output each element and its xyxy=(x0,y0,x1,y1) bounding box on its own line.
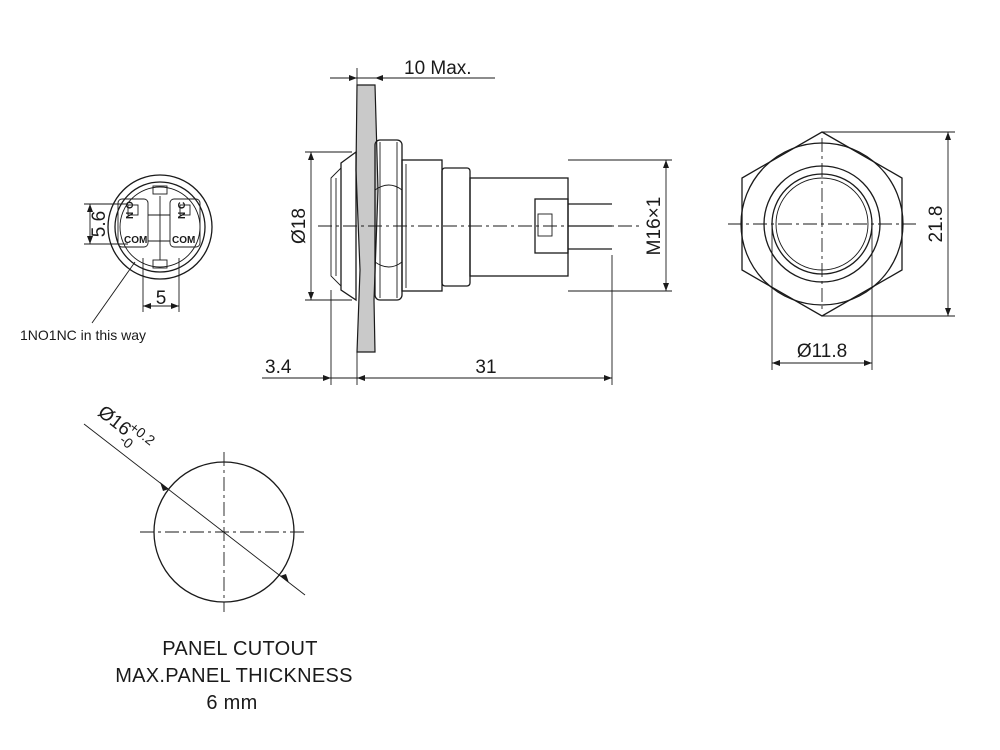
flange-thickness-label: 3.4 xyxy=(265,357,292,378)
hex-height-label: 21.8 xyxy=(926,206,947,243)
cutout-title: PANEL CUTOUT xyxy=(162,638,317,660)
lens-diameter-label: Ø11.8 xyxy=(797,341,847,362)
body-diameter-label: Ø18 xyxy=(289,208,310,244)
side-view: 10 Max. Ø18 M16×1 3.4 31 xyxy=(262,58,672,385)
panel-cutout-view: Ø16 +0.2 -0 PANEL CUTOUT MAX.PANEL THICK… xyxy=(83,402,353,714)
pin-no-label: N O xyxy=(125,201,136,219)
panel-max-label: 10 Max. xyxy=(404,58,472,79)
pin-nc-label: N C xyxy=(177,202,188,219)
pin-pitch-vertical-label: 5.6 xyxy=(89,211,110,237)
rear-view: N O N C COM COM 5.6 5 1NO1NC in this way xyxy=(20,174,213,343)
wiring-note: 1NO1NC in this way xyxy=(20,327,146,343)
pin-com-left-label: COM xyxy=(124,235,147,246)
body-length-label: 31 xyxy=(475,357,496,378)
panel-thickness-value: 6 mm xyxy=(206,692,257,714)
pin-com-right-label: COM xyxy=(172,235,195,246)
front-view: 21.8 Ø11.8 xyxy=(728,131,955,370)
panel-thickness-note: MAX.PANEL THICKNESS xyxy=(115,665,353,687)
pin-pitch-horizontal-label: 5 xyxy=(156,288,167,309)
thread-label: M16×1 xyxy=(644,197,665,256)
mounting-panel xyxy=(355,84,379,353)
